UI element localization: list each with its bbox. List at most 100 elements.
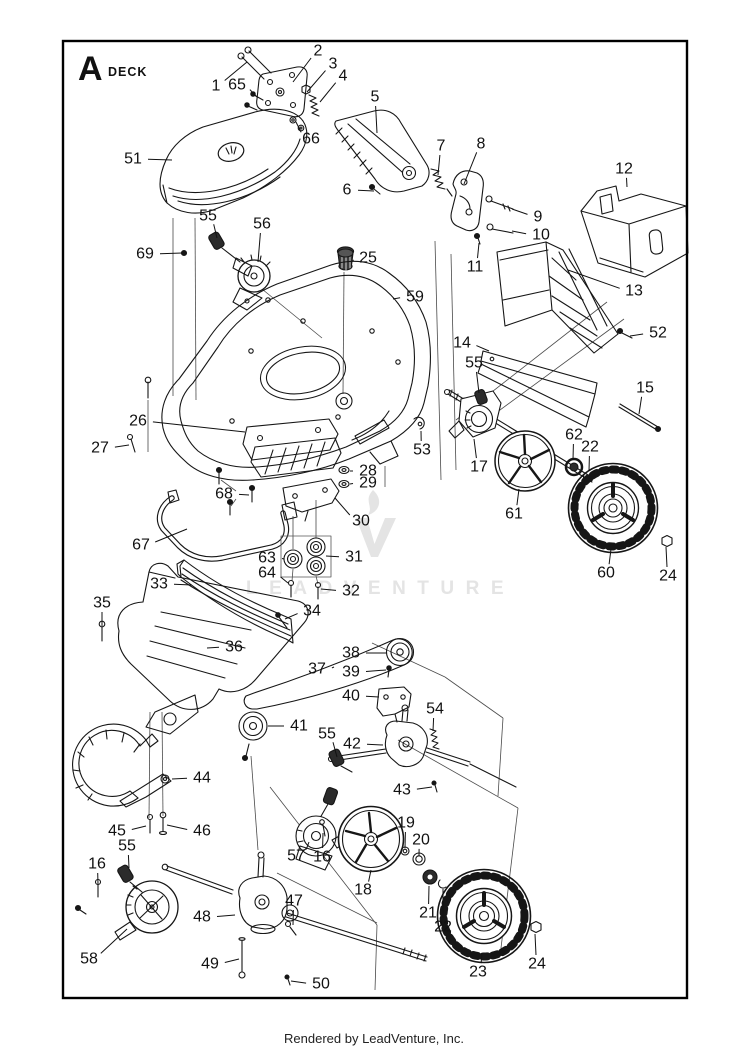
callout-44: 44 <box>171 770 211 787</box>
callout-label: 50 <box>312 976 330 993</box>
callout-53: 53 <box>413 430 431 459</box>
bolt-47 <box>284 920 292 928</box>
spring-4 <box>308 94 320 117</box>
leader-line <box>480 952 483 964</box>
leader-line <box>534 933 537 956</box>
callout-43: 43 <box>393 782 433 799</box>
callout-40: 40 <box>342 688 380 705</box>
part-deflector-36 <box>117 562 309 735</box>
callout-17: 17 <box>470 438 488 476</box>
part-bumper-67 <box>156 489 298 562</box>
callout-58: 58 <box>80 928 128 968</box>
construction-line <box>230 498 237 507</box>
callout-label: 17 <box>470 459 488 476</box>
leader-line <box>325 555 340 558</box>
leader-line <box>476 371 480 394</box>
callout-label: 5 <box>371 89 380 106</box>
callout-46: 46 <box>166 823 211 840</box>
callout-label: 24 <box>659 568 677 585</box>
callout-20: 20 <box>412 832 430 857</box>
callout-label: 32 <box>342 583 360 600</box>
callout-label: 24 <box>528 956 546 973</box>
callout-30: 30 <box>334 497 370 530</box>
callout-label: 52 <box>649 325 667 342</box>
construction-line <box>397 739 519 809</box>
parts-artwork <box>72 46 689 986</box>
leader-line <box>114 444 130 448</box>
part-pulley-41 <box>238 711 268 762</box>
leader-line <box>463 152 478 185</box>
leader-line <box>206 646 220 649</box>
callout-label: 55 <box>318 726 336 743</box>
bolt-45 <box>146 813 154 821</box>
leader-line <box>319 82 337 103</box>
callout-55: 55 <box>318 726 338 758</box>
part-pulley-38 <box>385 637 415 678</box>
callout-67: 67 <box>132 528 188 554</box>
callout-63: 63 <box>258 550 285 567</box>
part-adjuster-58 <box>74 864 179 941</box>
leader-line <box>511 230 527 235</box>
callout-14: 14 <box>453 335 490 352</box>
knob-55 <box>117 864 134 883</box>
leader-line <box>320 588 337 591</box>
callout-label: 16 <box>313 849 331 866</box>
callout-24: 24 <box>659 546 677 585</box>
callout-label: 39 <box>342 664 360 681</box>
callout-22: 22 <box>434 889 452 936</box>
callout-label: 61 <box>505 506 523 523</box>
callout-label: 43 <box>393 782 411 799</box>
construction-line <box>342 271 345 395</box>
leader-line <box>366 743 384 746</box>
leader-line <box>166 824 188 830</box>
nut-24 <box>661 534 673 548</box>
callout-label: 54 <box>426 701 444 718</box>
callout-label: 34 <box>303 603 321 620</box>
callout-37: 37 <box>308 661 335 678</box>
construction-line <box>148 711 151 819</box>
leader-line <box>284 613 298 620</box>
leader-line <box>476 345 490 352</box>
callout-label: 38 <box>342 645 360 662</box>
callout-label: 47 <box>285 893 303 910</box>
callout-label: 55 <box>465 355 483 372</box>
leader-line <box>473 438 477 459</box>
callout-label: 14 <box>453 335 471 352</box>
callout-59: 59 <box>392 289 424 306</box>
callout-label: 65 <box>228 77 246 94</box>
part-clip-53 <box>413 416 425 430</box>
knob-55 <box>208 231 225 250</box>
construction-line <box>291 568 294 582</box>
callout-19: 19 <box>397 815 415 849</box>
callout-label: 3 <box>329 56 338 73</box>
callout-label: 45 <box>108 823 126 840</box>
callout-label: 56 <box>253 216 271 233</box>
part-deflector-44 <box>72 723 172 836</box>
gear-62 <box>564 457 584 477</box>
callout-64: 64 <box>258 565 289 584</box>
construction-line <box>444 676 504 719</box>
callout-22: 22 <box>581 439 599 472</box>
callout-4: 4 <box>319 68 348 103</box>
diagram-border <box>61 39 689 1000</box>
leader-line <box>375 105 378 134</box>
leader-line <box>306 70 326 93</box>
leader-line <box>249 89 258 98</box>
part-bag-12 <box>580 185 689 278</box>
leader-line <box>155 528 188 543</box>
leader-line <box>131 825 147 830</box>
callout-3: 3 <box>306 56 338 93</box>
part-axle-front <box>161 863 428 962</box>
callout-label: 2 <box>314 43 323 60</box>
leader-line <box>216 914 236 917</box>
leader-line <box>257 232 261 263</box>
part-mounting-plate <box>237 46 320 132</box>
watermark-text: LEADVENTURE <box>246 578 515 599</box>
callout-57: 57 <box>287 841 310 865</box>
callout-label: 10 <box>532 227 550 244</box>
part-cover-51 <box>159 108 308 214</box>
callout-1: 1 <box>212 61 248 95</box>
leader-line <box>357 189 375 192</box>
callout-2: 2 <box>292 43 323 83</box>
construction-line <box>434 240 442 481</box>
